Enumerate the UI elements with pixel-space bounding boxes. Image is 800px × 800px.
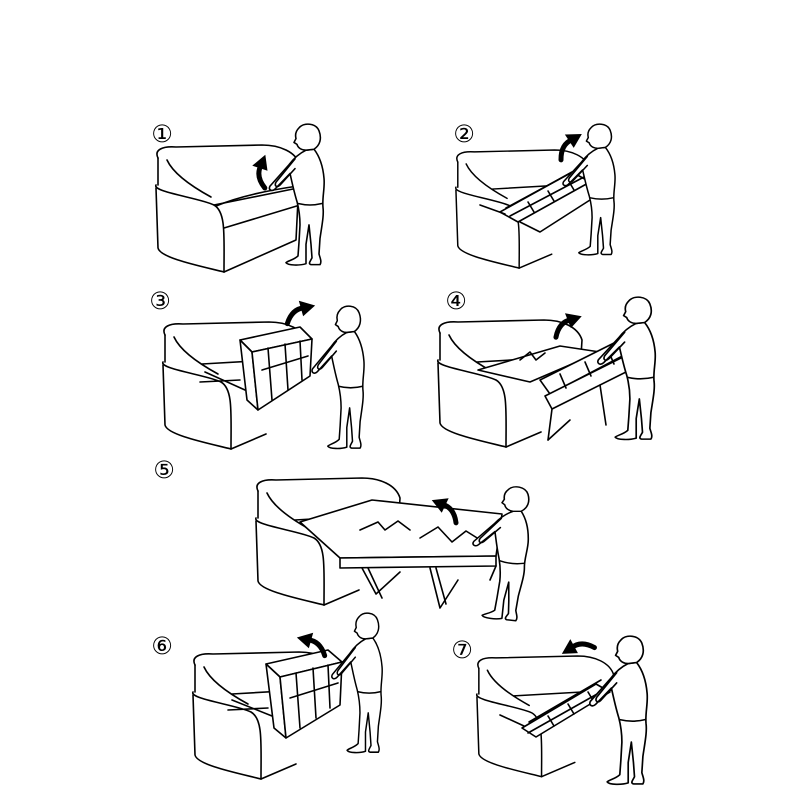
unfolded-bed	[299, 499, 503, 609]
step-3-number: ③	[149, 287, 171, 315]
lowering-bed-frame	[499, 679, 611, 738]
raised-bed-frame	[199, 326, 313, 411]
step-7-number: ⑦	[451, 636, 473, 664]
person-figure	[268, 123, 326, 266]
step-1-number: ①	[151, 120, 173, 148]
step-4-number: ④	[445, 287, 467, 315]
step-5: ⑤	[153, 456, 535, 623]
lift-arrow-icon	[246, 152, 276, 188]
step-6-number: ⑥	[151, 632, 173, 660]
seat-cushion-edge	[215, 185, 299, 207]
lower-arrow-icon	[558, 631, 595, 664]
step-1: ①	[151, 120, 326, 273]
lift-arrow-icon	[551, 127, 588, 160]
step-6: ⑥	[151, 612, 383, 780]
pull-arrow-icon	[550, 309, 586, 338]
person-figure	[311, 305, 365, 450]
person-figure	[588, 635, 649, 786]
step-5-number: ⑤	[153, 456, 175, 484]
step-2: ②	[453, 120, 616, 269]
step-4: ④	[436, 287, 657, 448]
step-2-number: ②	[453, 120, 475, 148]
step-7: ⑦	[451, 631, 649, 786]
pull-arrow-icon	[283, 298, 317, 324]
sofa-closed	[154, 144, 301, 273]
step-3: ③	[149, 287, 365, 450]
